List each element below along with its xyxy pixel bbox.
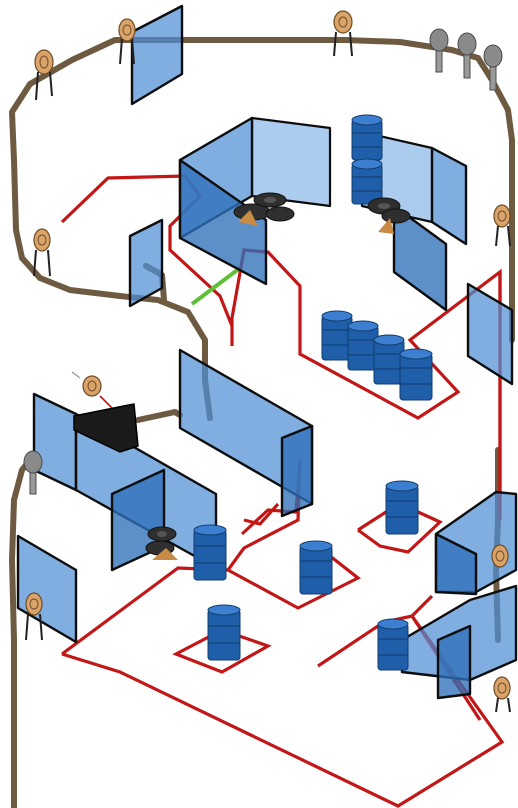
barrel-icon — [300, 541, 332, 594]
route-start-ramp — [244, 504, 278, 524]
barrel-icon — [400, 349, 432, 400]
barrier-fence-outer — [12, 455, 34, 808]
popup-target-icon — [334, 11, 352, 56]
popup-target-icon — [494, 205, 510, 246]
glass-wall-left-cluster-back — [34, 394, 76, 490]
barrel-icon — [378, 619, 408, 670]
popup-target-icon — [119, 19, 135, 64]
barrier-fence-main — [138, 412, 180, 420]
barrel-group-top — [352, 115, 382, 204]
glass-wall-upper-right-side — [432, 148, 466, 244]
barrel-icon — [352, 159, 382, 204]
glass-wall-lower-right-d — [438, 626, 470, 698]
glass-wall-center-small — [282, 426, 312, 516]
connector-line — [192, 268, 240, 304]
barrel-icon — [352, 115, 382, 160]
popup-target-icon — [494, 677, 510, 712]
popup-target-icon — [34, 229, 50, 276]
glass-wall-cubicle-back — [252, 118, 330, 206]
glass-wall-left-narrow — [130, 220, 162, 306]
popup-target-icon — [492, 545, 508, 567]
barrel-icon — [386, 481, 418, 534]
barrel-row-right — [322, 311, 432, 400]
popup-target-icon — [72, 372, 112, 408]
glass-wall-right-tall — [468, 284, 512, 384]
barrel-icon — [194, 525, 226, 580]
barrel-icon — [208, 605, 240, 660]
glass-wall-top-center — [132, 6, 182, 104]
